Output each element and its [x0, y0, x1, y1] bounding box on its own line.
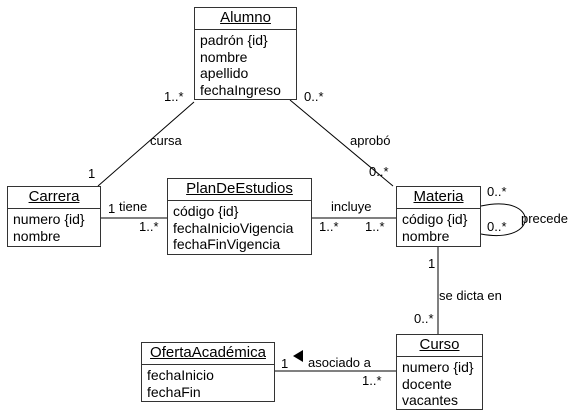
- class-name: PlanDeEstudios: [168, 179, 311, 201]
- association-label-dicta: se dicta en: [439, 288, 502, 303]
- association-label-asociado: asociado a: [308, 355, 371, 370]
- attribute-list: código {id} nombre: [397, 209, 480, 246]
- class-curso[interactable]: Curso numero {id} docente vacantes: [396, 334, 483, 410]
- class-name: Carrera: [8, 187, 100, 209]
- class-oferta-academica[interactable]: OfertaAcadémica fechaInicio fechaFin: [141, 342, 275, 402]
- class-name: Alumno: [195, 8, 296, 30]
- association-line-precede: [480, 203, 526, 236]
- attribute: nombre: [200, 48, 248, 65]
- attribute: numero {id}: [13, 211, 85, 227]
- class-carrera[interactable]: Carrera numero {id} nombre: [7, 186, 101, 247]
- multiplicity-label: 1: [281, 356, 289, 371]
- attribute: vacantes: [402, 392, 459, 408]
- multiplicity-label: 0..*: [304, 89, 324, 104]
- attribute-list: padrón {id} nombre apellido fechaIngreso: [195, 30, 296, 100]
- attribute-list: fechaInicio fechaFin: [142, 365, 274, 402]
- multiplicity-label: 1..*: [362, 373, 382, 388]
- multiplicity-label: 1..*: [365, 219, 385, 234]
- association-line-cursa: [97, 101, 195, 187]
- attribute: fechaFinVigencia: [173, 236, 281, 252]
- multiplicity-label: 1..*: [139, 219, 159, 234]
- association-label-precede: precede: [521, 211, 568, 226]
- multiplicity-label: 1..*: [164, 89, 184, 104]
- attribute: código {id}: [173, 203, 239, 219]
- multiplicity-label: 0..*: [487, 219, 507, 234]
- multiplicity-label: 0..*: [487, 184, 507, 199]
- class-name: Curso: [397, 335, 482, 357]
- class-name: OfertaAcadémica: [142, 343, 274, 365]
- association-label-tiene: tiene: [119, 199, 148, 214]
- multiplicity-label: 0..*: [369, 164, 389, 179]
- multiplicity-label: 1: [428, 256, 436, 271]
- class-name: Materia: [397, 187, 480, 209]
- attribute: padrón {id}: [200, 32, 268, 48]
- attribute-list: numero {id} nombre: [8, 209, 100, 246]
- class-materia[interactable]: Materia código {id} nombre: [396, 186, 481, 247]
- triangle-left-icon: [293, 350, 303, 362]
- attribute: nombre: [402, 227, 450, 244]
- multiplicity-label: 1: [88, 166, 96, 181]
- association-label-cursa: cursa: [150, 133, 182, 148]
- attribute: código {id}: [402, 211, 468, 227]
- multiplicity-label: 1..*: [319, 219, 339, 234]
- attribute: fechaInicioVigencia: [173, 219, 294, 236]
- association-label-incluye: incluye: [331, 199, 372, 214]
- association-label-aprobo: aprobó: [350, 133, 391, 148]
- attribute-list: código {id} fechaInicioVigencia fechaFin…: [168, 201, 311, 255]
- class-plan-de-estudios[interactable]: PlanDeEstudios código {id} fechaInicioVi…: [167, 178, 312, 255]
- attribute: numero {id}: [402, 359, 474, 375]
- attribute: fechaIngreso: [200, 81, 281, 98]
- multiplicity-label: 0..*: [414, 311, 434, 326]
- attribute: apellido: [200, 65, 249, 81]
- class-alumno[interactable]: Alumno padrón {id} nombre apellido fecha…: [194, 7, 297, 100]
- attribute-list: numero {id} docente vacantes: [397, 357, 482, 411]
- attribute: nombre: [13, 227, 61, 244]
- attribute: fechaFin: [147, 383, 201, 400]
- attribute: docente: [402, 375, 452, 392]
- association-line-aprobo: [289, 99, 394, 187]
- multiplicity-label: 1: [108, 201, 116, 216]
- attribute: fechaInicio: [147, 367, 214, 383]
